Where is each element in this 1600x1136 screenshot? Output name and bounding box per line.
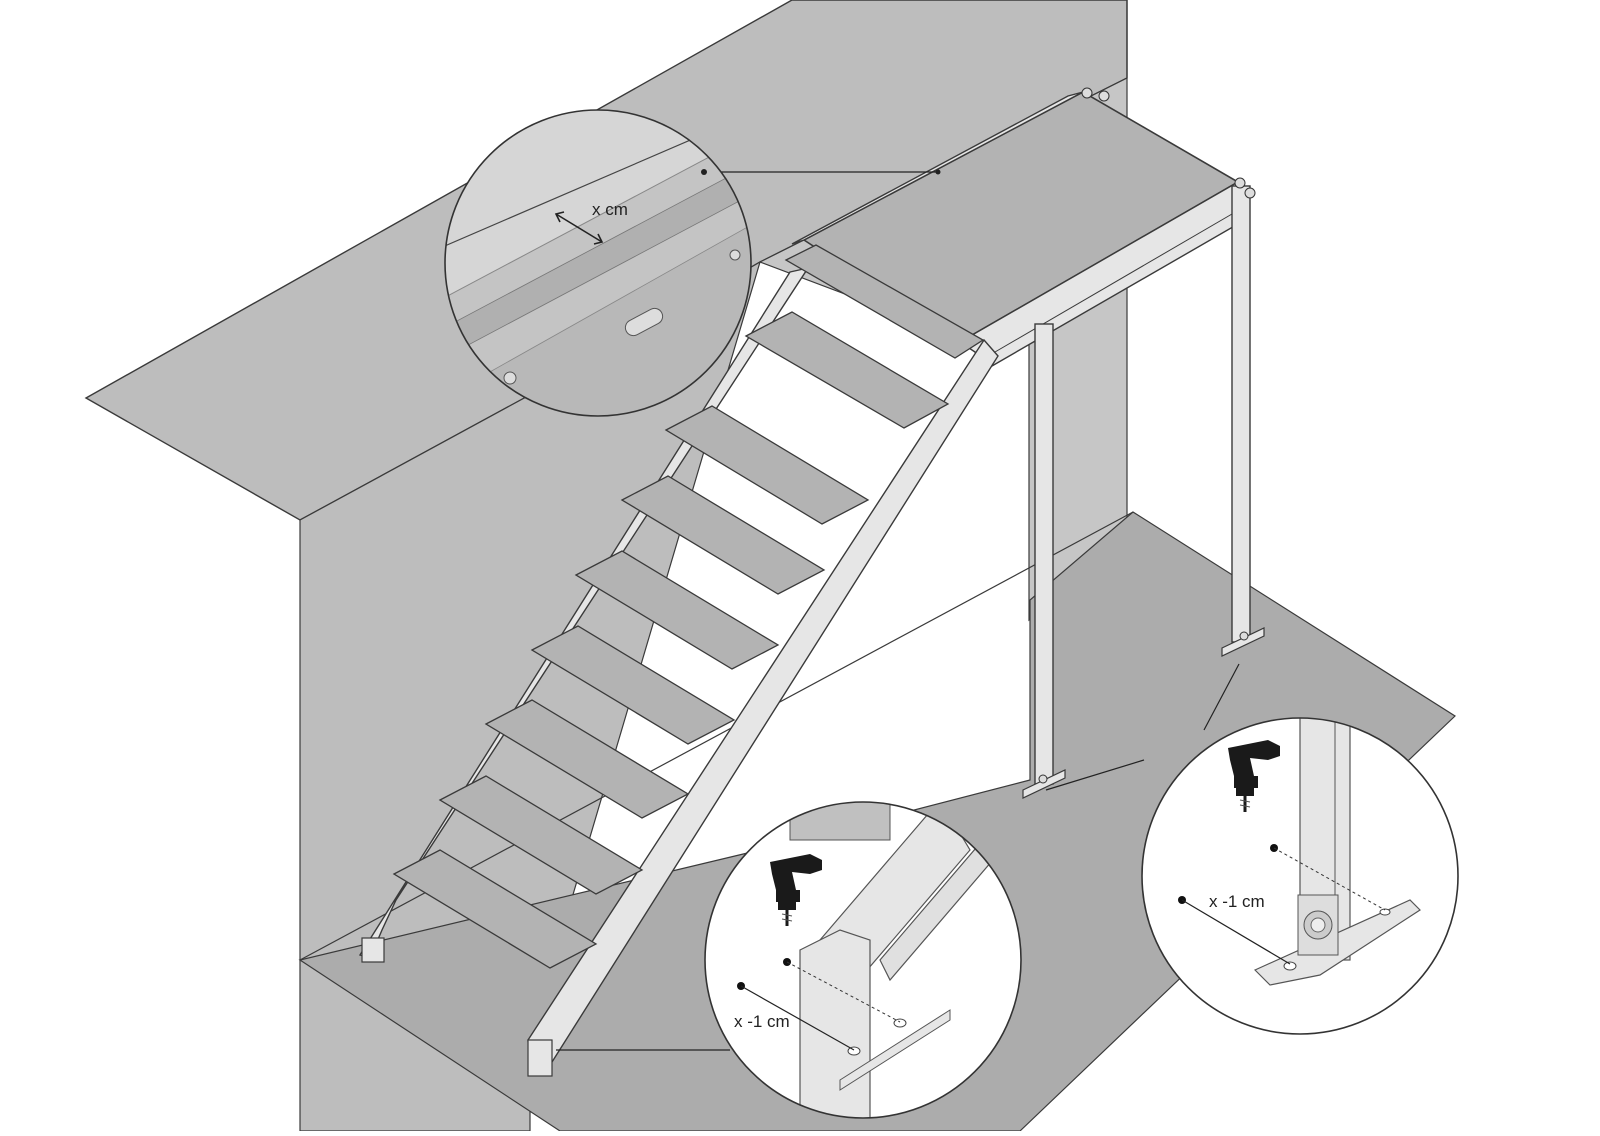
gap-label: x cm bbox=[592, 200, 628, 219]
tread-3 bbox=[664, 405, 870, 525]
stringer-foot-left bbox=[361, 937, 385, 963]
front-leg-foot bbox=[1022, 769, 1066, 799]
tread-2 bbox=[744, 311, 950, 429]
tread-6 bbox=[530, 625, 736, 745]
stair-foot-drill-label: x -1 cm bbox=[734, 1012, 790, 1031]
detail-bottom-drill bbox=[704, 801, 1022, 1119]
tread-7 bbox=[484, 699, 690, 819]
platform-back-leg bbox=[1231, 185, 1251, 643]
tread-9 bbox=[392, 849, 598, 969]
tread-1 bbox=[784, 244, 985, 359]
detail-top-gap bbox=[444, 109, 752, 417]
staircase bbox=[358, 244, 999, 1077]
gap-dimension-arrow bbox=[554, 211, 604, 245]
leader-lines bbox=[556, 171, 1240, 1051]
back-leg-foot bbox=[1221, 627, 1265, 657]
tread-4 bbox=[620, 475, 826, 595]
tread-5 bbox=[574, 550, 780, 670]
platform-front-beam bbox=[958, 180, 1239, 371]
tread-8 bbox=[438, 775, 644, 895]
stringer-foot-right bbox=[527, 1039, 553, 1077]
detail-right-drill bbox=[1141, 717, 1459, 1035]
platform-front-leg bbox=[1034, 323, 1054, 785]
platform-foot-drill-label: x -1 cm bbox=[1209, 892, 1265, 911]
